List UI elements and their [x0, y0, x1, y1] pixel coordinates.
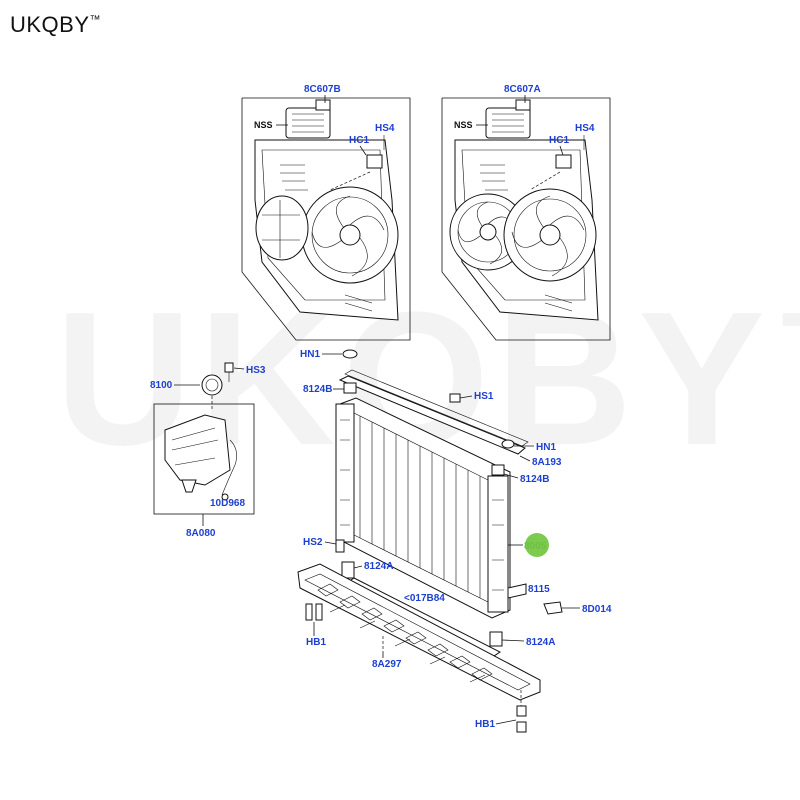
callout-hs4-a[interactable]: HS4 — [575, 123, 595, 134]
callout-8a297[interactable]: 8A297 — [372, 659, 402, 670]
lower-carrier-8a297[interactable] — [297, 563, 541, 733]
callout-hc1-b[interactable]: HC1 — [349, 135, 369, 146]
upper-seal-8a193[interactable] — [338, 369, 529, 455]
fan-assembly-8c607b[interactable] — [241, 97, 411, 341]
callout-nss-a[interactable]: NSS — [454, 120, 473, 130]
screw-hs1[interactable] — [449, 393, 461, 403]
callout-8115[interactable]: 8115 — [528, 584, 550, 595]
callout-8124a-right[interactable]: 8124A — [526, 637, 555, 648]
mount-8124a-left[interactable] — [341, 561, 355, 579]
callout-8124b-top[interactable]: 8124B — [303, 384, 332, 395]
screw-hs2[interactable] — [335, 539, 345, 553]
clip-hn1-top[interactable] — [342, 349, 358, 359]
callout-hs4-b[interactable]: HS4 — [375, 123, 395, 134]
callout-8124b-right[interactable]: 8124B — [520, 474, 549, 485]
sensor-8115[interactable] — [507, 583, 527, 599]
callout-hn1-top[interactable]: HN1 — [300, 349, 320, 360]
callout-hn1-right[interactable]: HN1 — [536, 442, 556, 453]
brand-trademark: ™ — [89, 14, 102, 26]
callout-8005[interactable]: 8005 — [524, 541, 547, 552]
callout-8124a-left[interactable]: 8124A — [364, 561, 393, 572]
callout-hb1-left[interactable]: HB1 — [306, 637, 326, 648]
callout-hs1[interactable]: HS1 — [474, 391, 494, 402]
callout-nss-b[interactable]: NSS — [254, 120, 273, 130]
plug-8d014[interactable] — [543, 601, 563, 615]
callout-8c607b[interactable]: 8C607B — [304, 84, 341, 95]
callout-017b84[interactable]: <017B84 — [404, 593, 445, 604]
callout-8a193[interactable]: 8A193 — [532, 457, 562, 468]
reservoir-8a080[interactable] — [153, 362, 255, 515]
callout-hc1-a[interactable]: HC1 — [549, 135, 569, 146]
callout-8c607a[interactable]: 8C607A — [504, 84, 541, 95]
clip-hn1-right[interactable] — [501, 439, 515, 449]
callout-8100[interactable]: 8100 — [150, 380, 173, 391]
bracket-8124b-top[interactable] — [343, 382, 357, 394]
callout-10d968[interactable]: 10D968 — [210, 498, 245, 509]
mount-8124a-right[interactable] — [489, 631, 503, 647]
fan-assembly-8c607a[interactable] — [441, 97, 611, 341]
callout-8d014[interactable]: 8D014 — [582, 604, 612, 615]
callout-8a080[interactable]: 8A080 — [186, 528, 216, 539]
callout-hs3[interactable]: HS3 — [246, 365, 266, 376]
callout-hb1-bottom[interactable]: HB1 — [475, 719, 495, 730]
brand-name: UKQBY — [10, 12, 90, 37]
bracket-8124b-right[interactable] — [491, 464, 505, 476]
radiator-core[interactable] — [335, 397, 511, 619]
callout-hs2[interactable]: HS2 — [303, 537, 323, 548]
brand-logo: UKQBY™ — [10, 12, 101, 38]
highlight-marker — [525, 533, 549, 557]
